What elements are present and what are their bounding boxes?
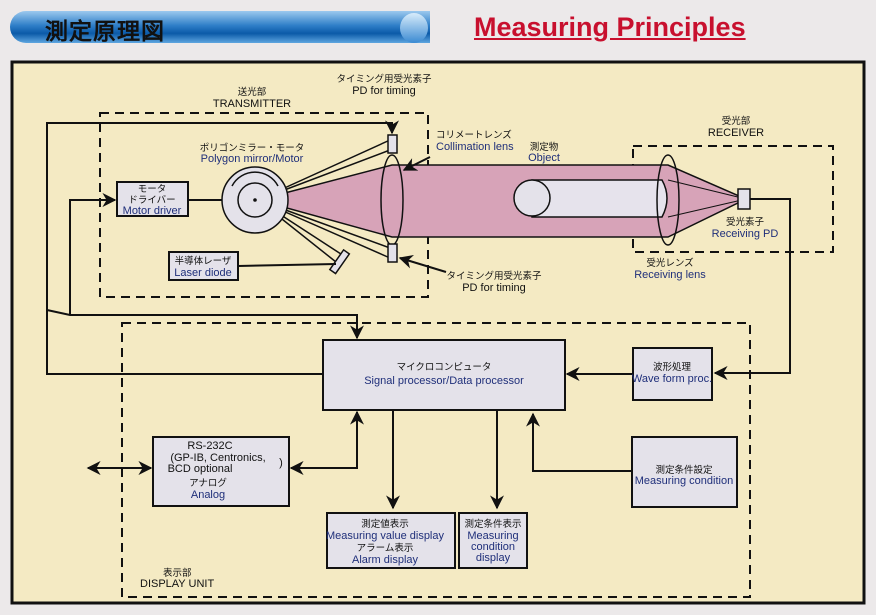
alarm-display-en: Alarm display — [352, 554, 419, 566]
laser-diode-jp: 半導体レーザ — [175, 255, 232, 267]
object-jp: 測定物 — [530, 141, 559, 153]
interface-rs232c: RS-232C — [187, 440, 232, 452]
polygon-mirror-en: Polygon mirror/Motor — [201, 153, 304, 165]
wire-laser — [237, 263, 337, 267]
condition-display-box — [458, 512, 528, 569]
transmitter-label-jp: 送光部 — [238, 86, 267, 98]
wave-form-jp: 波形処理 — [653, 361, 692, 373]
receiver-label-en: RECEIVER — [708, 127, 764, 139]
receiver-label-jp: 受光部 — [722, 115, 751, 127]
interface-gpib: (GP-IB, Centronics, — [170, 452, 265, 464]
interface-analog-en: Analog — [191, 489, 225, 501]
timing-pd-bottom-jp: タイミング用受光素子 — [446, 270, 542, 282]
object-icon — [513, 179, 551, 217]
interface-analog-jp: アナログ — [189, 477, 227, 489]
receiving-pd-jp: 受光素子 — [726, 216, 765, 228]
timing-pd-top-jp: タイミング用受光素子 — [336, 73, 432, 85]
motor-driver-en: Motor driver — [123, 205, 182, 217]
wire-receiving-pd — [713, 198, 791, 380]
polygon-mirror-jp: ポリゴンミラー・モータ — [200, 142, 305, 154]
receiving-lens-en: Receiving lens — [634, 269, 706, 281]
measuring-condition-jp: 測定条件設定 — [655, 464, 713, 476]
motor-driver-jp1: モータ — [138, 184, 167, 195]
timing-pd-bottom-en: PD for timing — [462, 282, 526, 294]
wire-interface-processor — [289, 410, 364, 475]
polygon-mirror-center — [253, 198, 257, 202]
signal-processor-box — [322, 339, 566, 411]
pointer-timing-bottom — [398, 254, 447, 273]
object-en: Object — [528, 152, 560, 164]
receiving-lens-jp: 受光レンズ — [646, 257, 694, 269]
condition-display-en2: condition — [471, 541, 515, 553]
interface-paren: ) — [279, 457, 283, 469]
display-unit-label-jp: 表示部 — [163, 567, 192, 579]
signal-processor-en: Signal processor/Data processor — [364, 375, 524, 387]
condition-display-en3: display — [476, 552, 511, 564]
laser-diode-en: Laser diode — [174, 267, 232, 279]
wave-form-box — [632, 347, 713, 401]
laser-mirror-icon — [328, 248, 351, 275]
receiving-pd-en: Receiving PD — [712, 228, 779, 240]
rotation-arc — [231, 171, 279, 187]
receiving-pd-icon — [737, 188, 751, 210]
display-unit-group — [121, 322, 751, 598]
condition-display-en1: Measuring — [467, 530, 518, 542]
wire-condition-setting — [526, 412, 632, 472]
timing-pd-top-icon — [387, 134, 398, 154]
interface-bcd: BCD optional — [168, 463, 233, 475]
receiving-lens-icon — [656, 154, 680, 246]
title-banner-cap — [400, 13, 428, 43]
wave-form-en: Wave form proc. — [632, 373, 712, 385]
display-unit-label-en: DISPLAY UNIT — [140, 578, 214, 590]
object-shadow — [531, 179, 668, 218]
timing-pd-bottom-icon — [387, 243, 398, 263]
collimation-lens-jp: コリメートレンズ — [436, 129, 512, 141]
measuring-condition-box — [631, 436, 738, 508]
measuring-condition-en: Measuring condition — [635, 475, 733, 487]
pointer-collimation — [402, 156, 431, 171]
laser-diode-box — [168, 251, 239, 281]
wire-motor-driver — [69, 193, 117, 315]
alarm-display-jp: アラーム表示 — [357, 542, 414, 554]
value-display-en: Measuring value display — [326, 530, 445, 542]
signal-processor-jp: マイクロコンピュータ — [397, 362, 492, 373]
timing-pd-top-en: PD for timing — [352, 85, 416, 97]
page-title-jp: 測定原理図 — [45, 19, 165, 45]
interface-box — [152, 436, 290, 507]
value-display-box — [326, 512, 456, 569]
collimation-lens-en: Collimation lens — [436, 141, 514, 153]
title-banner — [10, 11, 430, 43]
polygon-mirror-inner — [237, 182, 273, 218]
motor-driver-box — [116, 181, 189, 217]
page-title-en: Measuring Principles — [474, 12, 746, 42]
motor-driver-jp2: ドライバー — [128, 195, 175, 206]
wire-timing-loop — [46, 120, 399, 375]
condition-display-jp: 測定条件表示 — [464, 518, 521, 530]
scan-rays — [257, 139, 391, 263]
value-display-jp: 測定値表示 — [361, 518, 409, 530]
transmitter-label-en: TRANSMITTER — [213, 98, 291, 110]
wire-to-processor — [46, 309, 364, 340]
